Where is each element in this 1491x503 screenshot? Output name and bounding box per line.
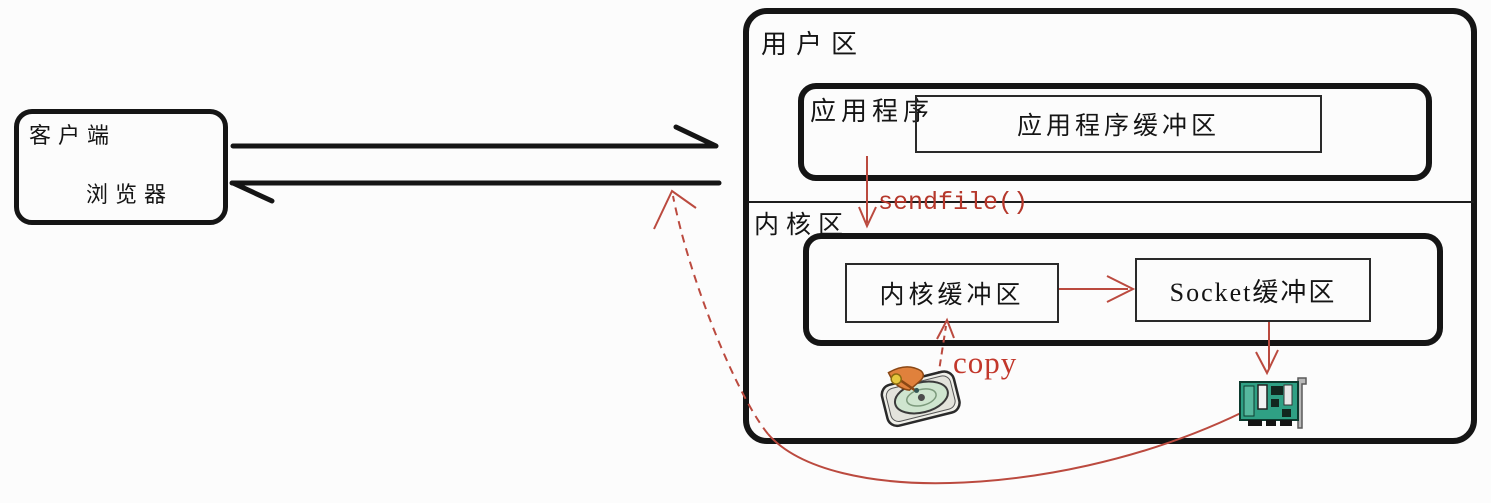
socket-buffer-label: Socket缓冲区 (1169, 277, 1337, 307)
client-browser-label: 浏览器 (86, 182, 174, 207)
server-to-client-arrow (229, 180, 722, 204)
kernel-box (803, 233, 1443, 346)
client-to-server-arrow (230, 124, 719, 149)
kernel-buffer-label: 内核缓冲区 (879, 282, 1025, 309)
sendfile-label: sendfile() (878, 188, 1029, 217)
application-box (798, 83, 1432, 181)
kernel-buffer-box: 内核缓冲区 (845, 263, 1059, 323)
client-box (14, 109, 228, 225)
socket-buffer-box: Socket缓冲区 (1135, 258, 1371, 322)
server-box (743, 8, 1477, 444)
user-kernel-divider (748, 201, 1474, 203)
application-label: 应用程序 (810, 97, 935, 126)
application-buffer-label: 应用程序缓冲区 (1016, 113, 1220, 140)
client-title: 客户端 (29, 123, 117, 148)
application-buffer-box: 应用程序缓冲区 (915, 95, 1322, 153)
user-area-label: 用户区 (761, 30, 867, 59)
copy-label: copy (953, 345, 1018, 380)
